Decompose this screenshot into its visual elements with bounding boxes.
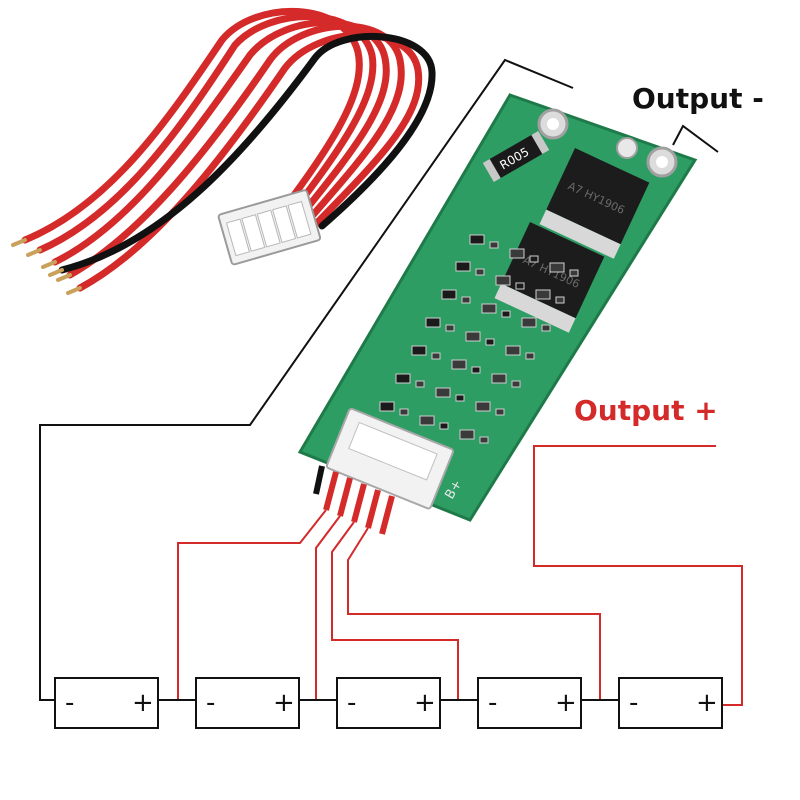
cell-plus-label: + xyxy=(555,688,577,718)
smd-part xyxy=(535,289,551,300)
balance-tap-3 xyxy=(331,521,459,700)
smd-part xyxy=(515,282,525,290)
smd-part xyxy=(491,373,507,384)
smd-part xyxy=(501,310,511,318)
battery-cell-icon xyxy=(54,677,159,729)
smd-part xyxy=(445,324,455,332)
smd-part xyxy=(555,296,565,304)
smd-part xyxy=(475,268,485,276)
balance-tap-2 xyxy=(315,515,341,700)
smd-part xyxy=(529,255,539,263)
balance-tap-1 xyxy=(177,509,327,700)
balance-tap-4 xyxy=(347,527,601,700)
smd-components xyxy=(379,234,579,444)
smd-part xyxy=(399,408,409,416)
smd-part xyxy=(485,338,495,346)
smd-part xyxy=(509,248,525,259)
smd-part xyxy=(511,380,521,388)
smd-part xyxy=(455,261,471,272)
smd-part xyxy=(495,275,511,286)
cell-plus-label: + xyxy=(414,688,436,718)
battery-cell-icon xyxy=(477,677,582,729)
smd-part xyxy=(495,408,505,416)
wire-harness-icon xyxy=(11,8,436,295)
wire-output-positive xyxy=(533,445,743,706)
smd-part xyxy=(441,289,457,300)
cell-minus-label: - xyxy=(206,688,216,718)
smd-part xyxy=(469,234,485,245)
output-negative-label: Output - xyxy=(632,82,764,115)
cell-minus-label: - xyxy=(488,688,498,718)
cell-minus-label: - xyxy=(65,688,75,718)
smd-part xyxy=(439,422,449,430)
smd-part xyxy=(525,352,535,360)
cell-plus-label: + xyxy=(273,688,295,718)
bms-pcb-board: R005 A7 HY1906 A7 HY1906 B+ xyxy=(297,93,698,535)
smd-part xyxy=(431,352,441,360)
smd-part xyxy=(411,345,427,356)
cell-minus-label: - xyxy=(629,688,639,718)
smd-part xyxy=(489,241,499,249)
smd-part xyxy=(481,303,497,314)
smd-part xyxy=(415,380,425,388)
smd-part xyxy=(475,401,491,412)
connector-icon xyxy=(325,407,454,510)
smd-part xyxy=(425,317,441,328)
cell-plus-label: + xyxy=(132,688,154,718)
battery-cell-icon xyxy=(195,677,300,729)
connector-icon xyxy=(217,189,322,266)
smd-part xyxy=(549,262,565,273)
smd-part xyxy=(435,387,451,398)
cell-minus-label: - xyxy=(347,688,357,718)
battery-cells xyxy=(54,677,723,729)
smd-part xyxy=(379,401,395,412)
smd-part xyxy=(541,324,551,332)
smd-part xyxy=(465,331,481,342)
mosfet-icon: A7 HY1906 xyxy=(539,148,650,259)
smd-part xyxy=(459,429,475,440)
smd-part xyxy=(451,359,467,370)
smd-part xyxy=(419,415,435,426)
smd-part xyxy=(569,269,579,277)
smd-part xyxy=(455,394,465,402)
wire-output-negative-lead xyxy=(672,124,719,153)
smd-part xyxy=(395,373,411,384)
smd-part xyxy=(479,436,489,444)
smd-part xyxy=(521,317,537,328)
cell-plus-label: + xyxy=(696,688,718,718)
smd-part xyxy=(471,366,481,374)
battery-cell-icon xyxy=(618,677,723,729)
wire-negative xyxy=(39,58,574,701)
battery-cell-icon xyxy=(336,677,441,729)
output-positive-label: Output + xyxy=(574,394,718,427)
smd-part xyxy=(505,345,521,356)
smd-part xyxy=(461,296,471,304)
